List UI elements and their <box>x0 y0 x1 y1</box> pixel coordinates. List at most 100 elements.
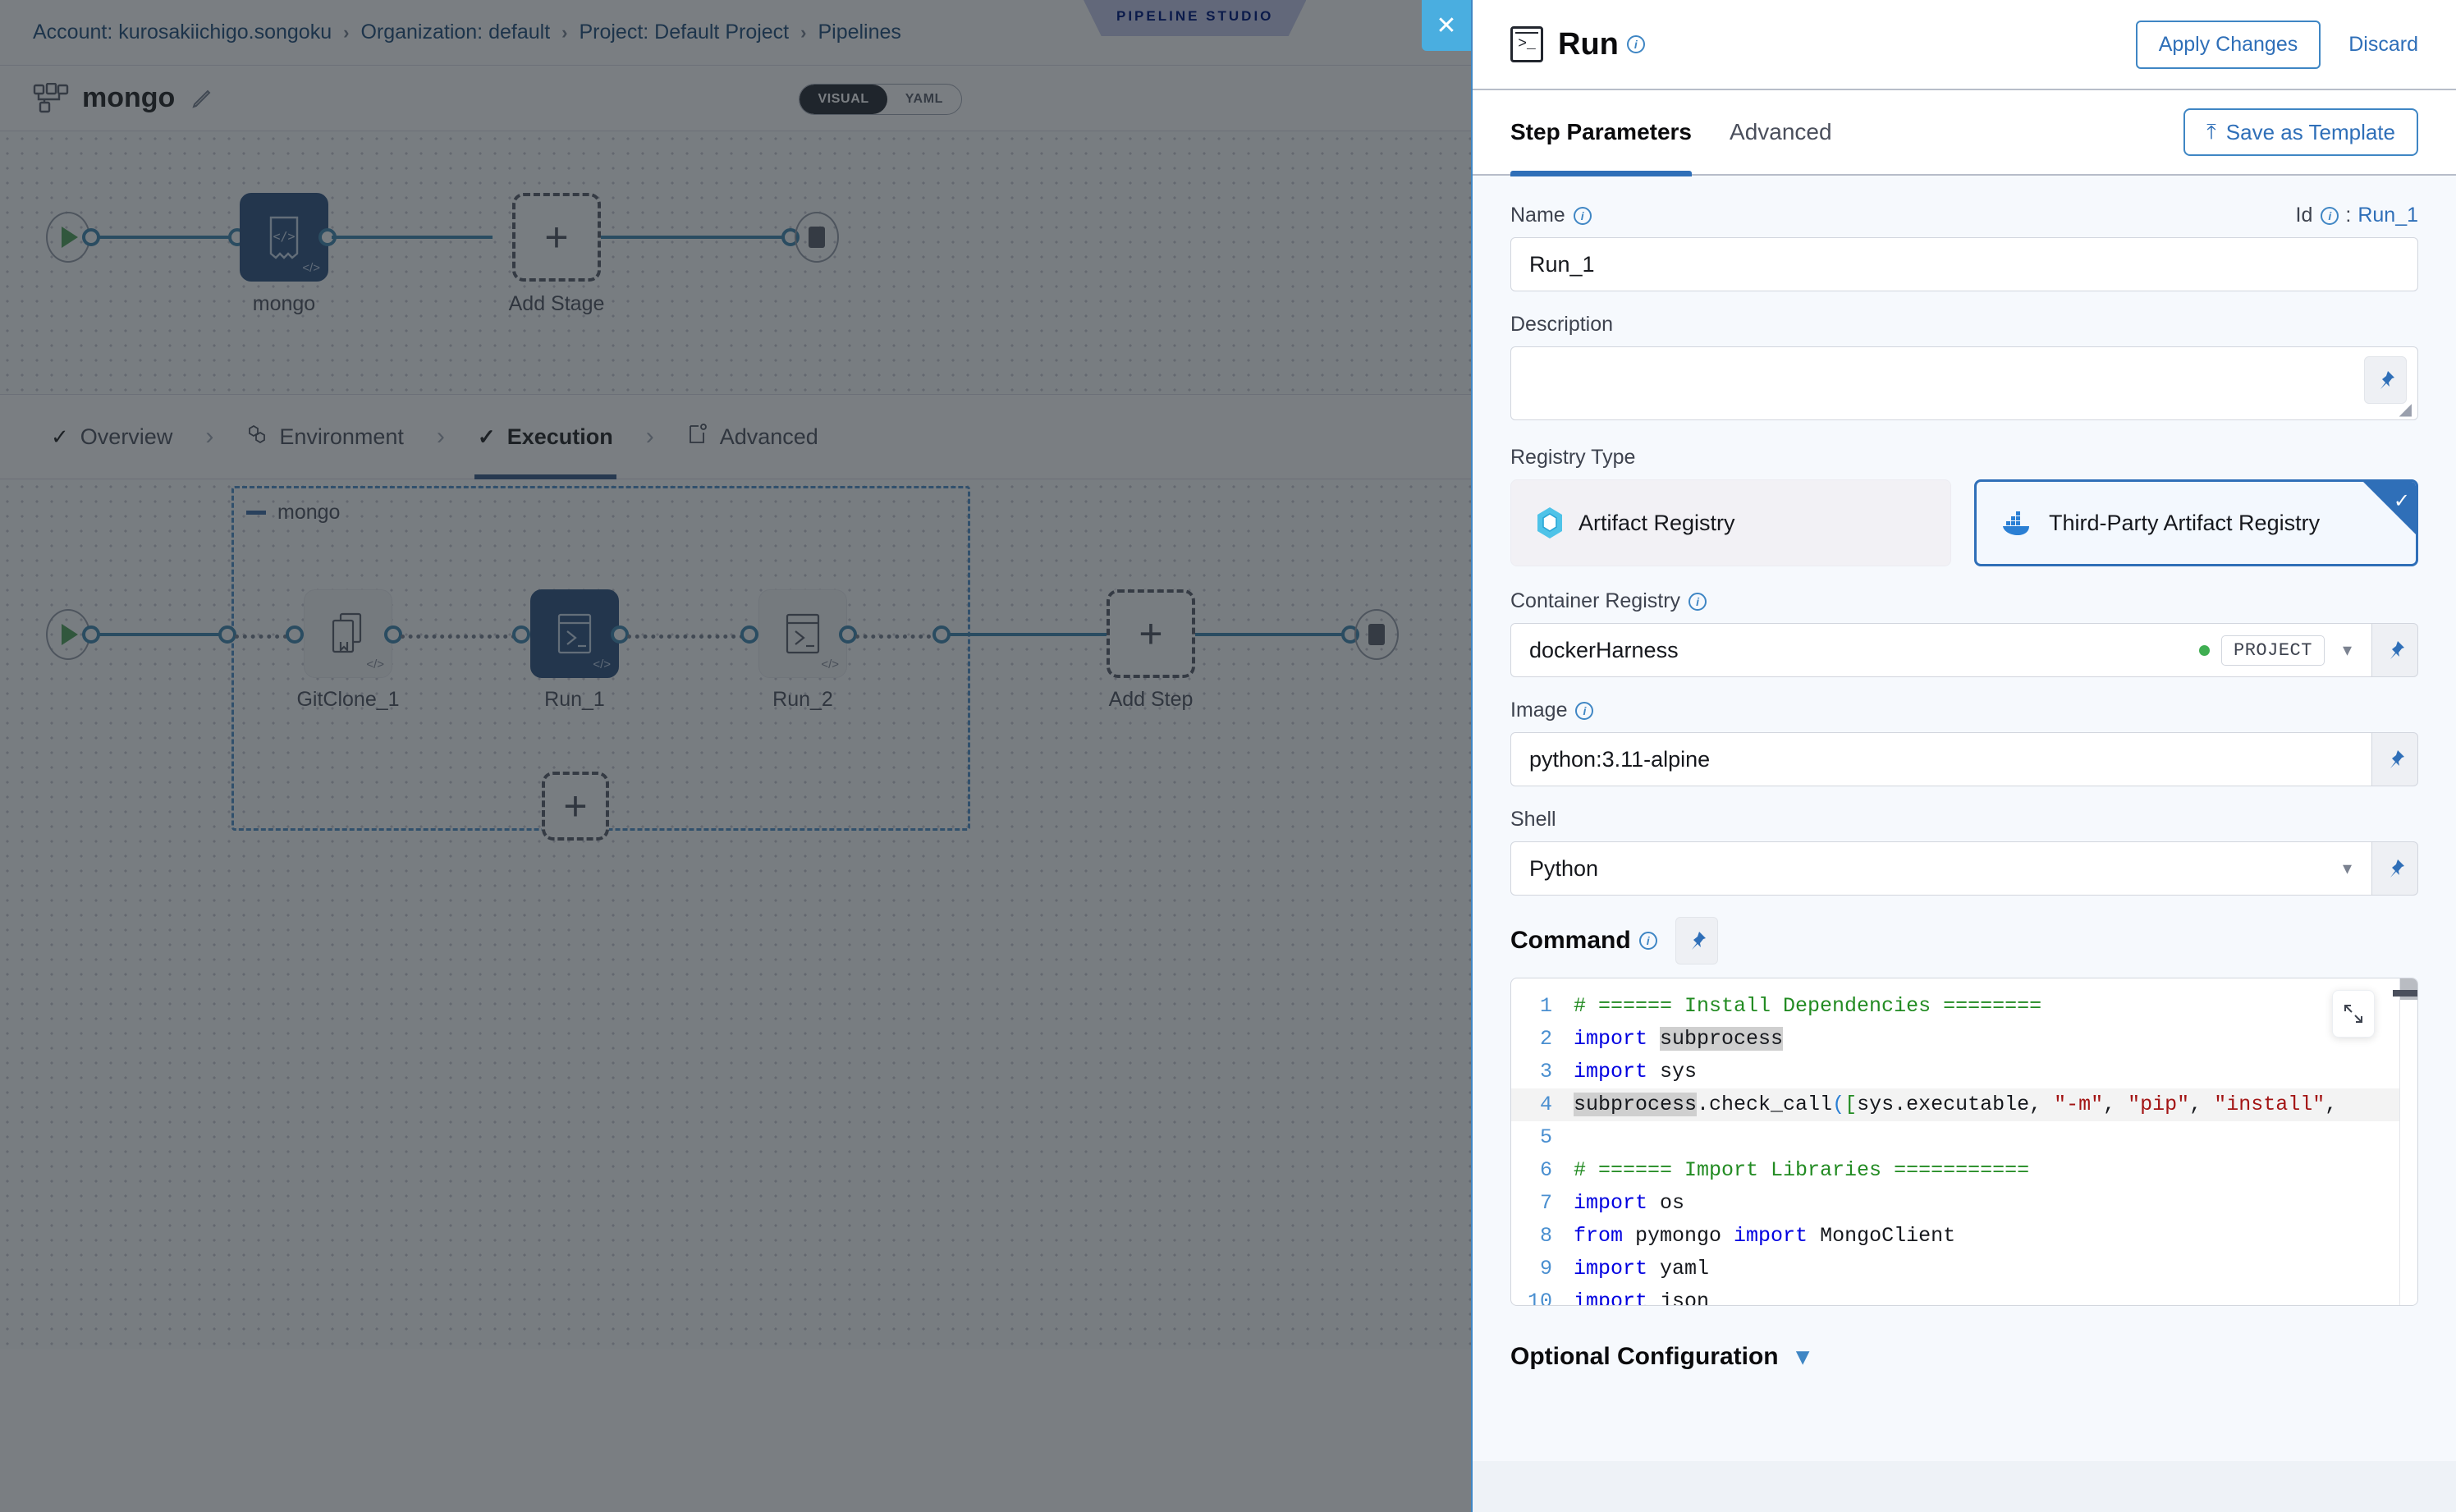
tab-environment-label: Environment <box>279 424 404 449</box>
step-edge-dotted <box>401 635 515 639</box>
code-text[interactable]: import subprocess <box>1574 1027 1784 1051</box>
shell-select[interactable]: Python ▾ <box>1510 841 2372 896</box>
code-text[interactable]: # ====== Install Dependencies ======== <box>1574 994 2042 1018</box>
visual-yaml-toggle[interactable]: VISUAL YAML <box>799 84 962 115</box>
pipeline-title-row: mongo VISUAL YAML <box>0 66 1471 131</box>
terminal-icon: >_ <box>1510 26 1543 62</box>
play-icon <box>62 624 78 645</box>
step-node-run-1[interactable]: </> <box>530 589 619 678</box>
image-input[interactable]: python:3.11-alpine <box>1510 732 2372 786</box>
code-text[interactable]: import json <box>1574 1290 1710 1306</box>
pipeline-graph-icon <box>33 82 69 114</box>
save-as-template-button[interactable]: ⤒ Save as Template <box>2183 108 2418 156</box>
close-icon[interactable]: ✕ <box>1422 0 1471 51</box>
tab-environment[interactable]: Environment <box>228 394 422 479</box>
discard-button[interactable]: Discard <box>2348 32 2418 56</box>
edit-pencil-icon[interactable] <box>191 88 213 109</box>
step-port <box>611 625 629 644</box>
add-parallel-step-button[interactable]: + <box>542 772 609 841</box>
stage-group-name: mongo <box>277 501 341 524</box>
breadcrumb-item-account[interactable]: Account: kurosakiichigo.songoku <box>33 21 332 44</box>
info-icon[interactable]: i <box>1573 206 1592 225</box>
tab-overview[interactable]: ✓ Overview <box>33 394 190 479</box>
step-config-tabs: ✓ Overview › Environment › ✓ Execution <box>0 394 1471 479</box>
add-stage-button[interactable]: + <box>512 193 601 282</box>
container-registry-value: dockerHarness <box>1529 637 1679 662</box>
code-text[interactable]: import yaml <box>1574 1257 1710 1281</box>
code-text[interactable]: # ====== Import Libraries =========== <box>1574 1158 2030 1182</box>
command-header: Command i <box>1510 917 2418 964</box>
expand-editor-icon[interactable] <box>2332 990 2375 1038</box>
info-icon[interactable]: i <box>2321 206 2339 225</box>
info-icon[interactable]: i <box>1626 35 1645 53</box>
panel-footer <box>1473 1461 2456 1512</box>
collapse-icon[interactable] <box>246 511 266 515</box>
tab-step-parameters[interactable]: Step Parameters <box>1510 89 1693 176</box>
chevron-down-icon[interactable]: ▾ <box>2342 858 2352 878</box>
description-field: ◢ <box>1510 346 2418 424</box>
tab-advanced[interactable]: Advanced <box>669 394 836 479</box>
stage-node-icon: </> <box>269 216 299 259</box>
scrollbar-horizontal-thumb[interactable] <box>2393 990 2417 997</box>
image-value: python:3.11-alpine <box>1529 746 1711 772</box>
pipeline-end-node <box>795 212 839 263</box>
scrollbar-thumb[interactable] <box>2400 978 2417 1000</box>
info-icon[interactable]: i <box>1575 701 1594 720</box>
apply-changes-button[interactable]: Apply Changes <box>2135 20 2321 69</box>
info-icon[interactable]: i <box>1638 932 1657 950</box>
editor-vertical-scrollbar[interactable] <box>2393 978 2417 1305</box>
registry-option-third-party-label: Third-Party Artifact Registry <box>2049 510 2321 535</box>
pin-icon[interactable] <box>2372 732 2418 786</box>
command-code-editor[interactable]: 1# ====== Install Dependencies ========2… <box>1510 978 2418 1306</box>
pin-icon[interactable] <box>2372 841 2418 896</box>
optional-configuration-toggle[interactable]: Optional Configuration ▾ <box>1510 1306 2418 1371</box>
add-step-button[interactable]: + <box>1107 589 1195 678</box>
code-badge-icon: </> <box>821 657 839 671</box>
step-edge-dotted <box>627 635 744 639</box>
step-node-gitclone-1[interactable]: </> <box>304 589 392 678</box>
breadcrumb-separator-icon: › <box>343 21 350 43</box>
plus-icon: + <box>1139 611 1163 657</box>
step-edge-dotted <box>855 635 931 639</box>
step-label-run-2: Run_2 <box>772 688 833 711</box>
pin-icon[interactable] <box>1675 917 1718 964</box>
toggle-yaml[interactable]: YAML <box>905 92 943 106</box>
description-textarea[interactable] <box>1510 346 2418 420</box>
pipeline-studio-badge: PIPELINE STUDIO <box>1084 0 1307 36</box>
container-registry-input[interactable]: dockerHarness PROJECT ▾ <box>1510 623 2372 677</box>
registry-option-artifact-registry[interactable]: Artifact Registry <box>1510 479 1951 566</box>
chevron-down-icon[interactable]: ▾ <box>2342 639 2352 660</box>
code-text[interactable]: import sys <box>1574 1060 1698 1084</box>
pin-icon[interactable] <box>2372 623 2418 677</box>
step-config-panel: >_ Run i Apply Changes Discard Step Para… <box>1471 0 2456 1512</box>
optional-configuration-label: Optional Configuration <box>1510 1342 1779 1370</box>
tab-execution[interactable]: ✓ Execution <box>460 394 631 479</box>
plus-icon: + <box>544 214 569 260</box>
code-text[interactable] <box>1574 1121 2417 1154</box>
code-text[interactable]: import os <box>1574 1191 1685 1215</box>
toggle-visual[interactable]: VISUAL <box>800 85 887 114</box>
stage-node-mongo[interactable]: </> </> <box>240 193 328 282</box>
step-node-run-2[interactable]: </> <box>758 589 847 678</box>
breadcrumb-item-organization[interactable]: Organization: default <box>360 21 551 44</box>
image-label-group: Image i <box>1510 699 2418 722</box>
name-input[interactable] <box>1510 237 2418 291</box>
code-badge-icon: </> <box>593 657 611 671</box>
breadcrumb-item-project[interactable]: Project: Default Project <box>579 21 790 44</box>
panel-title: Run <box>1558 26 1619 62</box>
breadcrumb-item-pipelines[interactable]: Pipelines <box>818 21 901 44</box>
code-text[interactable]: from pymongo import MongoClient <box>1574 1224 1956 1248</box>
status-dot-icon <box>2199 644 2211 656</box>
code-text[interactable]: subprocess.check_call([sys.executable, "… <box>1574 1093 2338 1116</box>
code-line: 6# ====== Import Libraries =========== <box>1511 1154 2417 1187</box>
scope-badge: PROJECT <box>2221 635 2325 666</box>
resize-grip-icon[interactable]: ◢ <box>2399 401 2412 419</box>
pin-icon[interactable] <box>2364 356 2407 404</box>
step-edge-dotted <box>235 635 287 639</box>
info-icon[interactable]: i <box>1688 592 1707 611</box>
registry-option-third-party[interactable]: Third-Party Artifact Registry ✓ <box>1974 479 2418 566</box>
tab-panel-advanced[interactable]: Advanced <box>1730 119 1832 144</box>
command-label: Command <box>1510 927 1631 954</box>
tab-separator-icon: › <box>436 423 445 450</box>
